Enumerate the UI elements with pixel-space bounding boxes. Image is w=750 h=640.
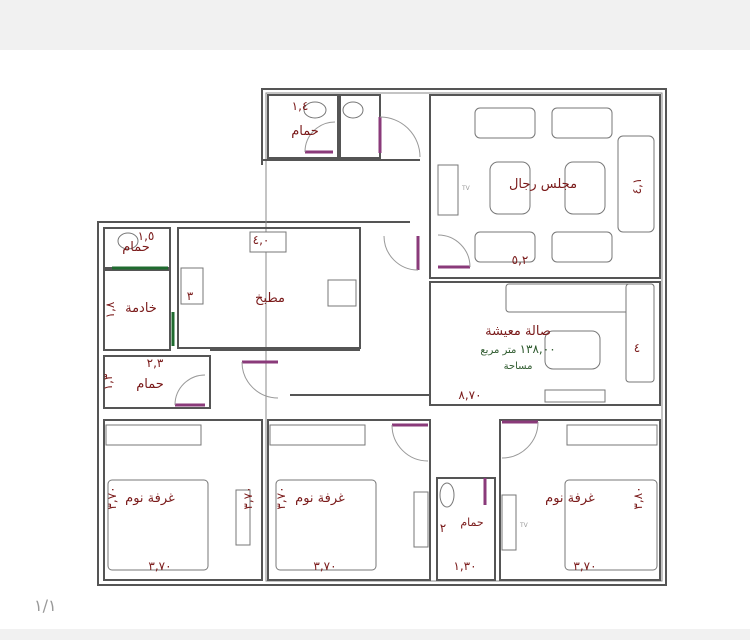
- living-depth-dim: ٤: [634, 341, 640, 355]
- bedroom-1-side-dim: ٣,٧٠: [241, 486, 255, 509]
- bedroom-1-label: غرفة نوم: [125, 491, 175, 506]
- page-number: ١/١: [34, 596, 57, 615]
- majlis-width-dim: ٥,٢: [512, 253, 529, 267]
- maid-bath-dim: ١,٥: [138, 229, 155, 243]
- viewer-top-bar: [0, 0, 750, 50]
- bath-left-width-dim: ٢,٣: [147, 356, 164, 370]
- bath-left-depth-dim: ١,٣: [101, 373, 115, 390]
- bedroom-3-depth-dim: ٣,٨٠: [631, 486, 645, 509]
- bedroom-3-label: غرفة نوم: [545, 491, 595, 506]
- bath-center-label: حمام: [460, 516, 483, 529]
- kitchen-depth-dim: ٣: [187, 289, 194, 303]
- internal-walls: [103, 94, 661, 581]
- tv-label: TV: [519, 522, 529, 529]
- top-bath-dim: ١,٤: [292, 99, 309, 113]
- viewer-bottom-bar: [0, 629, 750, 640]
- living-length-dim: ٨,٧٠: [458, 388, 481, 402]
- tv-label: TV: [461, 185, 471, 192]
- maid-bath-label: حمام: [122, 240, 150, 255]
- kitchen-width-dim: ٤,٠: [253, 233, 270, 247]
- bedroom-2-label: غرفة نوم: [295, 491, 345, 506]
- maid-room-dim: ١,٨: [103, 301, 117, 318]
- doors: [174, 116, 539, 505]
- top-bath-label: حمام: [291, 124, 319, 139]
- furniture: [105, 101, 658, 571]
- maid-room-label: خادمة: [125, 301, 157, 316]
- bedroom-2-depth-dim: ٣,٧٠: [274, 486, 288, 509]
- majlis-depth-dim: ٤,١: [630, 178, 644, 195]
- bedroom-1-depth-dim: ٣,٧٠: [105, 486, 119, 509]
- living-label: صالة معيشة: [485, 324, 551, 339]
- bath-center-width-dim: ١,٣٠: [453, 559, 476, 573]
- kitchen-label: مطبخ: [255, 291, 285, 306]
- bath-left-label: حمام: [136, 377, 164, 392]
- bedroom-3-width-dim: ٣,٧٠: [573, 559, 596, 573]
- bath-center-depth-dim: ٢: [440, 521, 446, 535]
- living-area: ١٣٨,٠٠ متر مربع: [480, 342, 555, 356]
- living-area-label: مساحة: [504, 361, 533, 372]
- bedroom-1-width-dim: ٣,٧٠: [148, 559, 171, 573]
- bedroom-2-width-dim: ٣,٧٠: [313, 559, 336, 573]
- majlis-label: مجلس رجال: [509, 177, 577, 192]
